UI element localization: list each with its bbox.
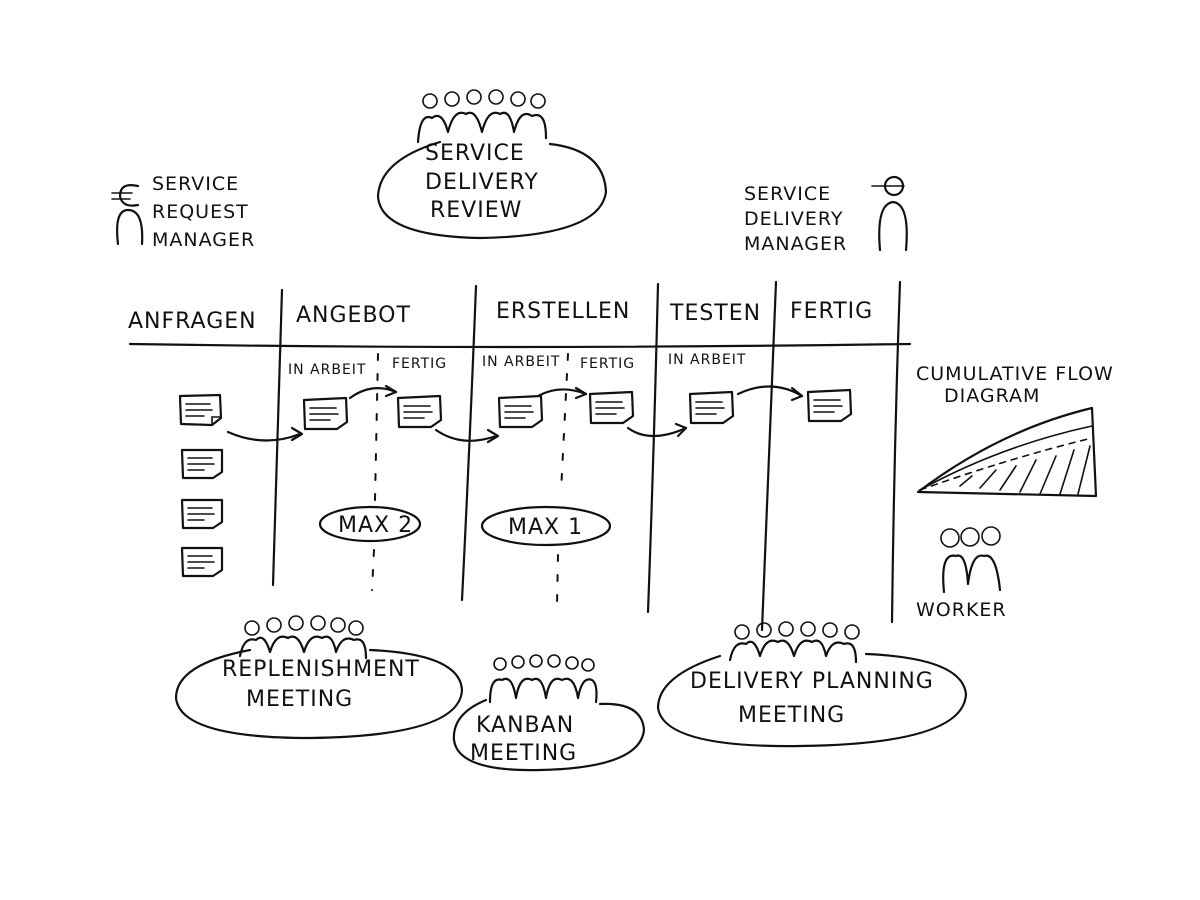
kanban-meeting-bubble	[452, 698, 646, 772]
board-header-line	[128, 342, 912, 349]
wip-limit-erstellen-bubble	[480, 505, 612, 547]
delivery-planning-bubble	[656, 652, 968, 748]
service-request-manager-line1: SERVICE	[152, 173, 239, 195]
worker-label: WORKER	[916, 599, 1007, 621]
replenishment-line2: MEETING	[246, 687, 353, 712]
arrow-angebot-inarbeit-to-fertig	[348, 387, 398, 400]
service-delivery-manager-line1: SERVICE	[744, 183, 831, 205]
arrow-angebot-to-erstellen	[434, 428, 498, 442]
cfd-title-line1: CUMULATIVE FLOW	[916, 363, 1114, 385]
angebot-fertig-label: FERTIG	[392, 356, 447, 372]
testen-in-arbeit-label: IN ARBEIT	[668, 352, 747, 368]
card-anfragen-3	[180, 498, 224, 530]
cfd-title-line2: DIAGRAM	[944, 385, 1040, 407]
cfd-outline	[916, 406, 1098, 498]
erstellen-sub-divider	[560, 353, 569, 493]
column-separator-1	[271, 288, 284, 587]
service-delivery-review-line1: SERVICE	[425, 141, 525, 166]
cumulative-flow-diagram: CUMULATIVE FLOW DIAGRAM	[916, 363, 1114, 498]
card-erstellen-in-arbeit	[497, 394, 544, 429]
delivery-planning-line2: MEETING	[738, 703, 845, 728]
card-testen-in-arbeit	[688, 390, 735, 425]
erstellen-fertig-label: FERTIG	[580, 356, 635, 372]
card-erstellen-fertig	[588, 390, 635, 425]
kanban-meeting-line1: KANBAN	[476, 713, 574, 738]
worker-group: WORKER	[916, 526, 1007, 621]
kanban-meeting-line2: MEETING	[470, 741, 577, 766]
flow-arrows	[226, 384, 804, 444]
column-angebot: ANGEBOT	[296, 303, 411, 328]
card-anfragen-1	[178, 393, 223, 427]
service-request-manager-line3: MANAGER	[152, 229, 255, 251]
erstellen-sub-divider-lower	[556, 554, 559, 606]
cfd-band-1	[919, 425, 1093, 491]
service-delivery-manager-line2: DELIVERY	[744, 208, 843, 230]
column-separator-3	[646, 282, 660, 614]
angebot-sub-divider	[374, 353, 379, 501]
people-icon	[416, 89, 548, 144]
column-erstellen: ERSTELLEN	[496, 299, 630, 324]
kanban-meeting-group: KANBAN MEETING	[452, 654, 646, 772]
column-anfragen: ANFRAGEN	[128, 309, 257, 334]
service-delivery-review-line2: DELIVERY	[425, 170, 539, 195]
arrow-anfragen-to-angebot	[226, 430, 302, 442]
people-icon	[488, 654, 598, 704]
service-delivery-review-bubble	[376, 140, 608, 240]
card-angebot-fertig	[396, 394, 443, 429]
column-fertig: FERTIG	[790, 299, 873, 324]
erstellen-in-arbeit-label: IN ARBEIT	[482, 354, 561, 370]
service-request-manager-line2: REQUEST	[152, 201, 249, 223]
delivery-planning-meeting-group: DELIVERY PLANNING MEETING	[656, 621, 968, 748]
people-icon	[238, 615, 368, 660]
people-icon	[728, 621, 860, 664]
column-testen: TESTEN	[669, 301, 761, 326]
column-separator-4	[760, 280, 778, 632]
service-delivery-manager-line3: MANAGER	[744, 233, 847, 255]
card-fertig	[806, 388, 853, 423]
arrow-testen-to-fertig	[736, 385, 804, 398]
replenishment-line1: REPLENISHMENT	[222, 657, 420, 682]
angebot-sub-divider-lower	[371, 549, 375, 591]
card-angebot-in-arbeit	[302, 396, 349, 431]
people-icon	[940, 526, 1002, 594]
column-separator-2	[460, 284, 478, 602]
service-delivery-review-line3: REVIEW	[430, 198, 522, 223]
angebot-in-arbeit-label: IN ARBEIT	[288, 362, 367, 378]
kanban-board: ANFRAGEN ANGEBOT ERSTELLEN TESTEN FERTIG…	[128, 280, 912, 632]
euro-person-icon	[111, 184, 144, 246]
service-request-manager-group: SERVICE REQUEST MANAGER	[111, 173, 255, 251]
cfd-band-2	[919, 437, 1093, 491]
replenishment-meeting-group: REPLENISHMENT MEETING	[174, 615, 464, 740]
service-delivery-review-group: SERVICE DELIVERY REVIEW	[376, 89, 608, 240]
cards	[178, 388, 853, 578]
service-delivery-manager-group: SERVICE DELIVERY MANAGER	[744, 175, 908, 255]
cfd-hatching	[959, 445, 1091, 495]
wip-limit-angebot-bubble	[318, 505, 422, 543]
person-with-cap-icon	[871, 175, 908, 252]
card-anfragen-2	[180, 448, 224, 480]
delivery-planning-line1: DELIVERY PLANNING	[690, 669, 934, 694]
wip-limit-erstellen: MAX 1	[508, 515, 583, 540]
column-separator-5	[890, 280, 902, 624]
wip-limit-angebot: MAX 2	[338, 513, 413, 538]
arrow-erstellen-to-testen	[626, 426, 688, 438]
card-anfragen-4	[180, 546, 224, 578]
replenishment-bubble	[174, 648, 464, 740]
